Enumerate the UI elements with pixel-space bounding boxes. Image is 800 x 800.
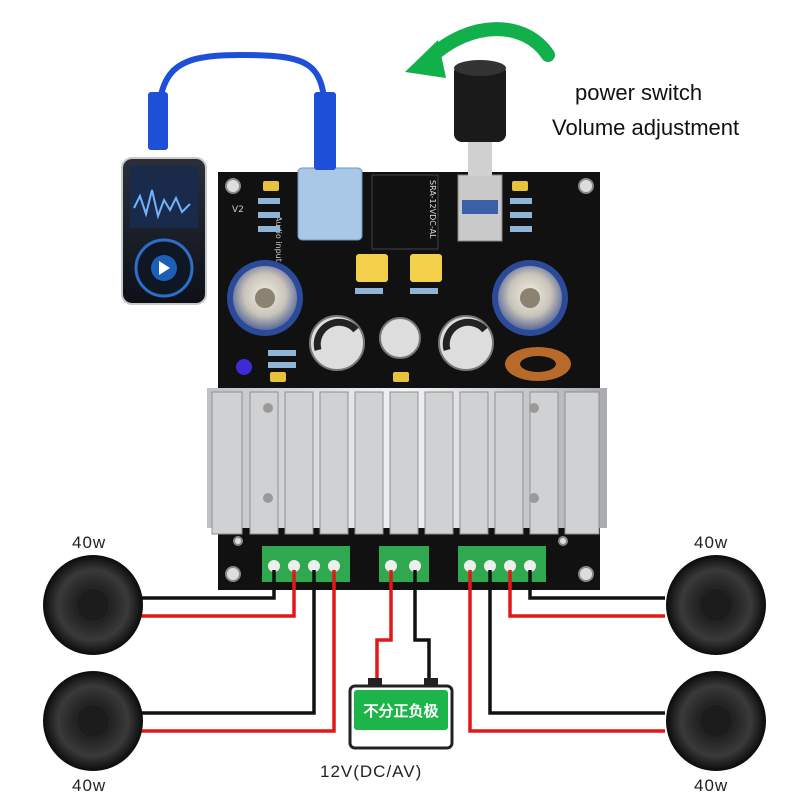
heatsink — [207, 388, 607, 535]
battery-polarity-label: 不分正负极 — [363, 702, 439, 720]
audio-cable — [148, 51, 336, 170]
speaker-bottom-left — [43, 671, 143, 771]
vacuum-tubes — [227, 260, 568, 336]
audio-input-jack[interactable] — [297, 167, 363, 241]
electrolytic-capacitors — [309, 315, 494, 371]
speaker-top-left-power: 40w — [72, 533, 107, 552]
power-supply-battery — [348, 678, 454, 750]
audio-input-label: Audio input — [274, 216, 283, 262]
relay-label: SRA-12VDC-AL — [428, 180, 437, 239]
speaker-bottom-left-power: 40w — [72, 776, 107, 795]
speaker-top-right-power: 40w — [694, 533, 729, 552]
speaker-bottom-right-power: 40w — [694, 776, 729, 795]
resistors — [258, 198, 532, 368]
speaker-wires — [140, 570, 665, 733]
power-terminal[interactable] — [379, 546, 429, 582]
power-switch-label: power switch — [575, 80, 703, 105]
speaker-bottom-right — [666, 671, 766, 771]
play-icon — [159, 261, 170, 275]
curved-arrow-icon — [405, 22, 555, 78]
speaker-top-left — [43, 555, 143, 655]
volume-adjustment-label: Volume adjustment — [552, 115, 740, 140]
speaker-top-right — [666, 555, 766, 655]
power-led — [236, 359, 252, 375]
version-label: V2 — [232, 205, 244, 215]
small-capacitors — [263, 181, 528, 382]
media-player — [121, 157, 207, 305]
mounting-holes — [225, 178, 594, 582]
relay — [371, 174, 439, 250]
volume-knob[interactable] — [454, 60, 506, 242]
inductor — [505, 347, 571, 381]
supply-voltage-label: 12V(DC/AV) — [320, 762, 423, 781]
